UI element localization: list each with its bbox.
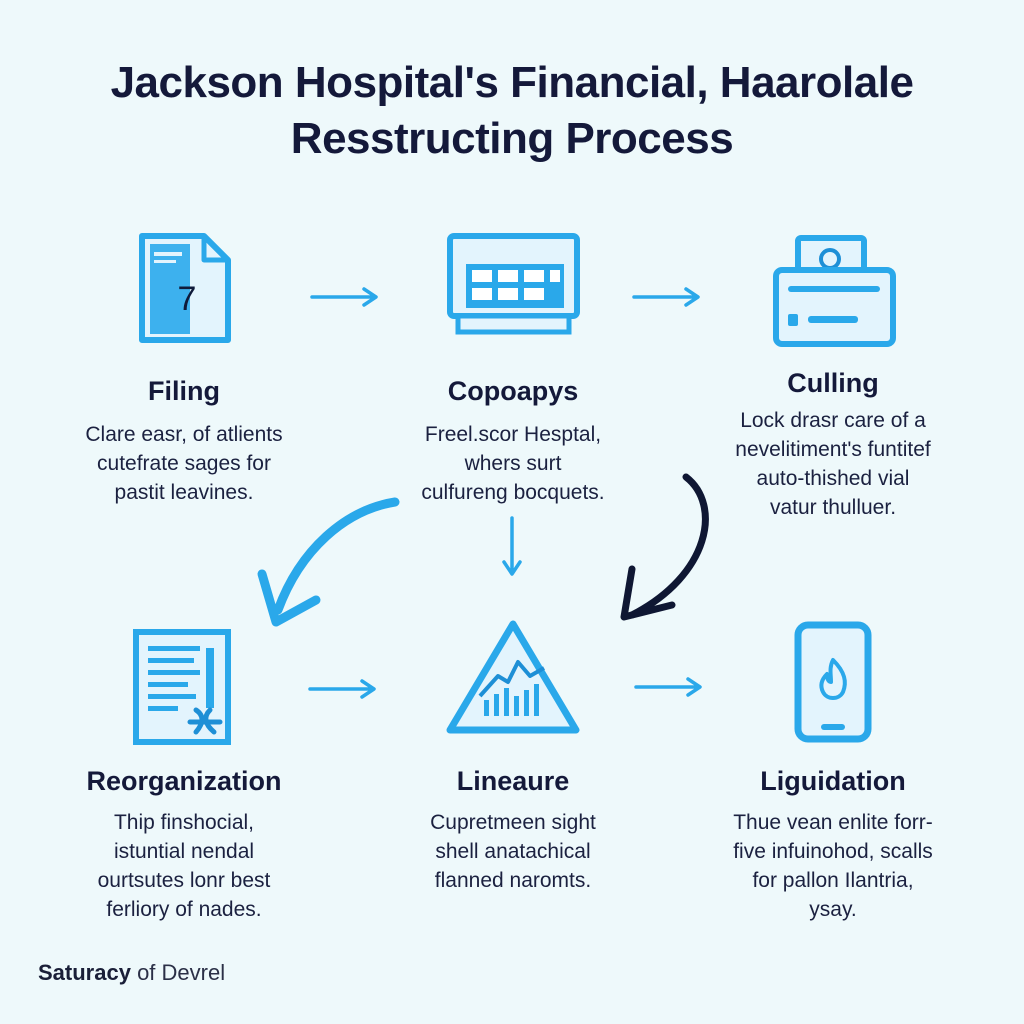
calculator-grid-icon [447,233,580,335]
arrow-right-icon [634,677,702,697]
icon-number: 7 [178,280,197,318]
page-title-line1: Jackson Hospital's Financial, Haarolale [110,58,914,107]
step-title-reorganization: Reorganization [86,766,282,796]
step-title-copoapys: Copoapys [447,376,579,406]
payment-terminal-icon [773,235,896,347]
curved-arrow-down-icon [620,473,709,621]
warning-chart-icon [446,620,580,734]
step-title-culling: Culling [787,368,879,398]
arrow-down-icon [502,516,522,576]
arrow-right-icon [632,287,700,307]
curved-arrow-left-icon [257,497,400,627]
footer-credit: Saturacy of Devrel [38,960,225,986]
step-title-liguidation: Liguidation [760,766,906,796]
footer-rest: of Devrel [130,960,226,985]
arrow-right-icon [308,679,376,699]
footer-bold: Saturacy [38,960,131,985]
page-title-line2: Resstructing Process [290,114,734,163]
step-title-lineaure: Lineaure [456,766,570,796]
phone-flame-icon [794,621,872,743]
ledger-document-icon [133,629,231,745]
document-calendar-icon: 7 [139,233,231,343]
step-description: Thue vean enlite forr-five infuinohod, s… [733,811,933,921]
arrow-right-icon [310,287,378,307]
step-title-filing: Filing [148,376,220,406]
